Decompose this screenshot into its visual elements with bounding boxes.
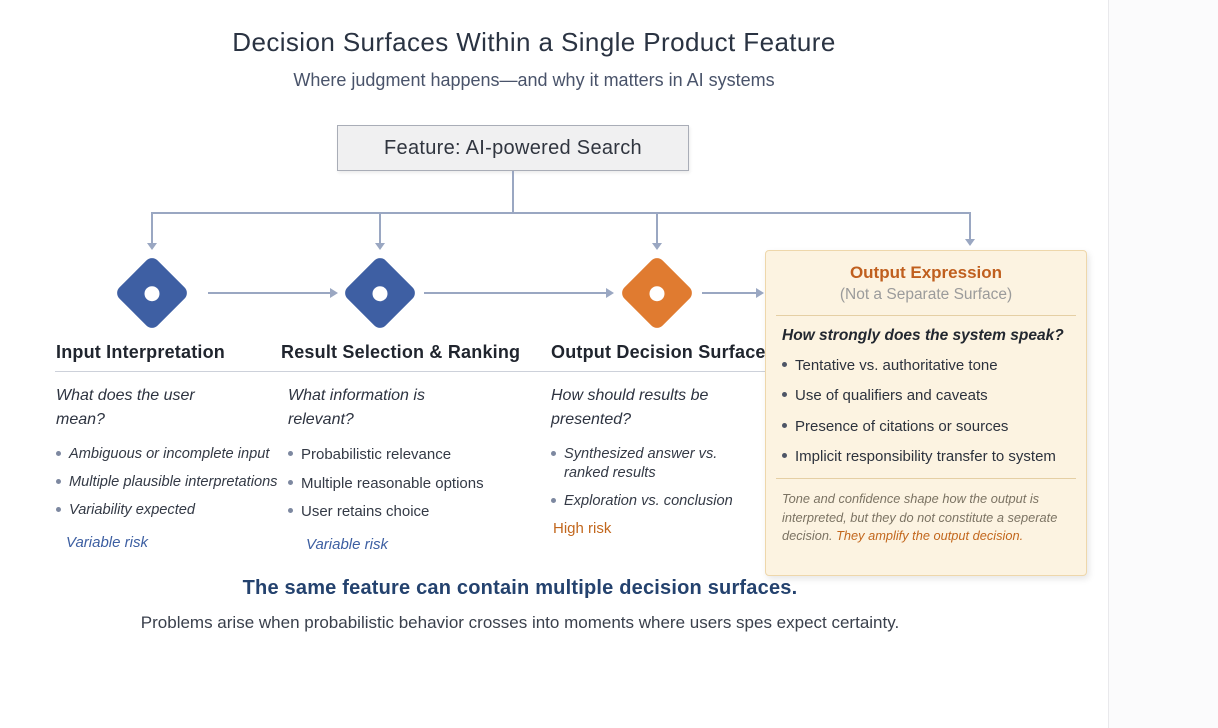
flow-arrow-line-2: [424, 292, 606, 294]
panel-divider: [776, 478, 1076, 479]
diamond-center-dot: [369, 282, 391, 304]
panel-divider: [776, 315, 1076, 316]
column-input-interpretation: What does the user mean? Ambiguous or in…: [56, 380, 296, 551]
connector-drop-line-3: [656, 213, 658, 244]
bullet-dot-icon: [56, 478, 61, 484]
connector-drop-line-2: [379, 213, 381, 244]
bullet-dot-icon: [782, 452, 787, 458]
list-item: Multiple reasonable options: [288, 474, 528, 494]
bullet-dot-icon: [288, 479, 293, 485]
arrowhead-down-icon: [147, 243, 157, 250]
list-item-label: Presence of citations or sources: [795, 417, 1009, 435]
list-item-label: User retains choice: [301, 503, 430, 520]
bullet-dot-icon: [288, 451, 293, 456]
arrowhead-right-icon: [330, 288, 338, 298]
list-item-label: Multiple plausible interpretations: [69, 473, 278, 490]
column-question: What information is relevant?: [288, 387, 425, 428]
list-item: Variability expected: [56, 501, 296, 520]
right-margin-strip: [1108, 0, 1218, 728]
page-title: Decision Surfaces Within a Single Produc…: [232, 27, 836, 57]
connector-drop-line-4: [969, 213, 971, 240]
list-item: Exploration vs. conclusion: [551, 492, 751, 511]
page-subtitle: Where judgment happens—and why it matter…: [293, 70, 775, 90]
list-item-label: Ambiguous or incomplete input: [69, 446, 270, 462]
list-item-label: Use of qualifiers and caveats: [795, 387, 988, 405]
column-heading-output-surface: Output Decision Surface: [551, 342, 766, 362]
column-heading-result-selection: Result Selection & Ranking: [281, 342, 521, 362]
panel-footnote-emphasis: They amplify the output decision.: [836, 528, 1024, 544]
column-result-selection: What information is relevant? Probabilis…: [288, 380, 528, 553]
list-item-label: Synthesized answer vs. ranked results: [564, 446, 718, 481]
arrowhead-down-icon: [652, 243, 662, 250]
connector-drop-line-1: [151, 213, 153, 244]
flow-arrow-line-3: [702, 292, 756, 294]
takeaway-headline: The same feature can contain multiple de…: [242, 577, 798, 599]
list-item: Implicit responsibility transfer to syst…: [782, 447, 1070, 467]
column-question: What does the user mean?: [56, 387, 195, 428]
bullet-dot-icon: [782, 422, 787, 428]
risk-label: High risk: [553, 519, 612, 537]
list-item: Ambiguous or incomplete input: [56, 445, 296, 464]
list-item: Probabilistic relevance: [288, 445, 528, 465]
list-item-label: Variability expected: [69, 501, 196, 518]
output-expression-panel: Output Expression (Not a Separate Surfac…: [765, 250, 1087, 576]
diamond-center-dot: [646, 282, 668, 304]
bullet-dot-icon: [56, 506, 61, 512]
feature-box: Feature: AI-powered Search: [337, 125, 689, 171]
heading-divider: [55, 371, 765, 372]
list-item-label: Multiple reasonable options: [301, 474, 484, 492]
arrowhead-right-icon: [756, 288, 764, 298]
panel-subtitle: (Not a Separate Surface): [839, 286, 1013, 303]
list-item: Multiple plausible interpretations: [56, 473, 296, 492]
list-item: Presence of citations or sources: [782, 417, 1070, 437]
list-item: Use of qualifiers and caveats: [782, 386, 1070, 406]
column-heading-input-interpretation: Input Interpretation: [56, 342, 225, 362]
bullet-dot-icon: [288, 508, 293, 513]
decision-diamond-input-interpretation: [113, 254, 191, 332]
bullet-dot-icon: [782, 362, 787, 367]
list-item-label: Tentative vs. authoritative tone: [795, 357, 998, 374]
list-item: User retains choice: [288, 502, 528, 522]
bullet-dot-icon: [551, 451, 556, 456]
panel-title: Output Expression: [849, 263, 1003, 282]
arrowhead-down-icon: [965, 239, 975, 246]
list-item-label: Implicit responsibility transfer to syst…: [795, 447, 1056, 465]
diamond-center-dot: [141, 282, 163, 304]
panel-footnote: Tone and confidence shape how the output…: [782, 490, 1070, 546]
arrowhead-right-icon: [606, 288, 614, 298]
risk-label: Variable risk: [306, 535, 388, 553]
bullet-dot-icon: [782, 392, 787, 398]
decision-diamond-output-surface: [618, 254, 696, 332]
connector-horizontal-line: [151, 212, 971, 214]
feature-box-label: Feature: AI-powered Search: [384, 136, 642, 159]
panel-footnote-text: Tone and confidence shape how the output…: [782, 491, 1058, 544]
flow-arrow-line-1: [208, 292, 330, 294]
takeaway-subtext: Problems arise when probabilistic behavi…: [140, 613, 900, 632]
connector-stem-line: [512, 171, 514, 213]
bullet-dot-icon: [56, 451, 61, 456]
decision-diamond-result-selection: [341, 254, 419, 332]
list-item: Synthesized answer vs. ranked results: [551, 445, 729, 483]
list-item: Tentative vs. authoritative tone: [782, 356, 1070, 376]
bullet-dot-icon: [551, 497, 556, 503]
arrowhead-down-icon: [375, 243, 385, 250]
list-item-label: Probabilistic relevance: [301, 446, 452, 463]
risk-label: Variable risk: [66, 533, 148, 551]
list-item-label: Exploration vs. conclusion: [564, 492, 733, 509]
column-output-surface: How should results be presented? Synthes…: [551, 380, 751, 537]
panel-question: How strongly does the system speak?: [782, 327, 1064, 344]
column-question: How should results be presented?: [551, 387, 709, 428]
